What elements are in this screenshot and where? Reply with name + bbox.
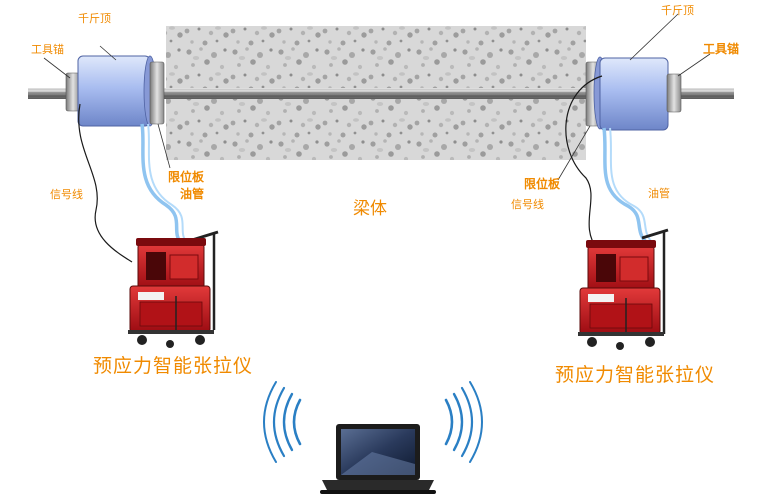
wireless-waves-icon [263,381,302,463]
jack-right [593,56,669,131]
tensioning-device-left [128,230,219,348]
laptop-icon [320,424,436,494]
oil-pipe-label-right: 油管 [648,187,670,200]
beam-label: 梁体 [353,199,387,219]
signal-line-label-right: 信号线 [511,198,544,211]
wireless-waves-icon [444,381,483,463]
device-label-right: 预应力智能张拉仪 [555,364,716,386]
oil-pipe-left [140,123,189,246]
jack-label-left: 千斤顶 [78,12,111,25]
jack-left [77,55,157,127]
jack-label-right: 千斤顶 [661,4,694,17]
anchor-label-left: 工具锚 [31,43,64,56]
signal-line-label-left: 信号线 [50,188,83,201]
signal-line-left [78,103,133,263]
signal-line-right [565,75,603,251]
anchor-label-right: 工具锚 [703,42,740,56]
oil-pipe-label-left: 油管 [180,187,205,201]
tensioning-device-right [578,228,669,350]
leader-lines [43,13,711,181]
tool-anchor-right [666,73,682,113]
limit-plate-label-left: 限位板 [168,170,205,184]
device-label-left: 预应力智能张拉仪 [93,355,254,377]
oil-pipe-right [602,127,653,244]
limit-plate-label-right: 限位板 [524,177,561,191]
limit-plate-left [149,61,165,125]
